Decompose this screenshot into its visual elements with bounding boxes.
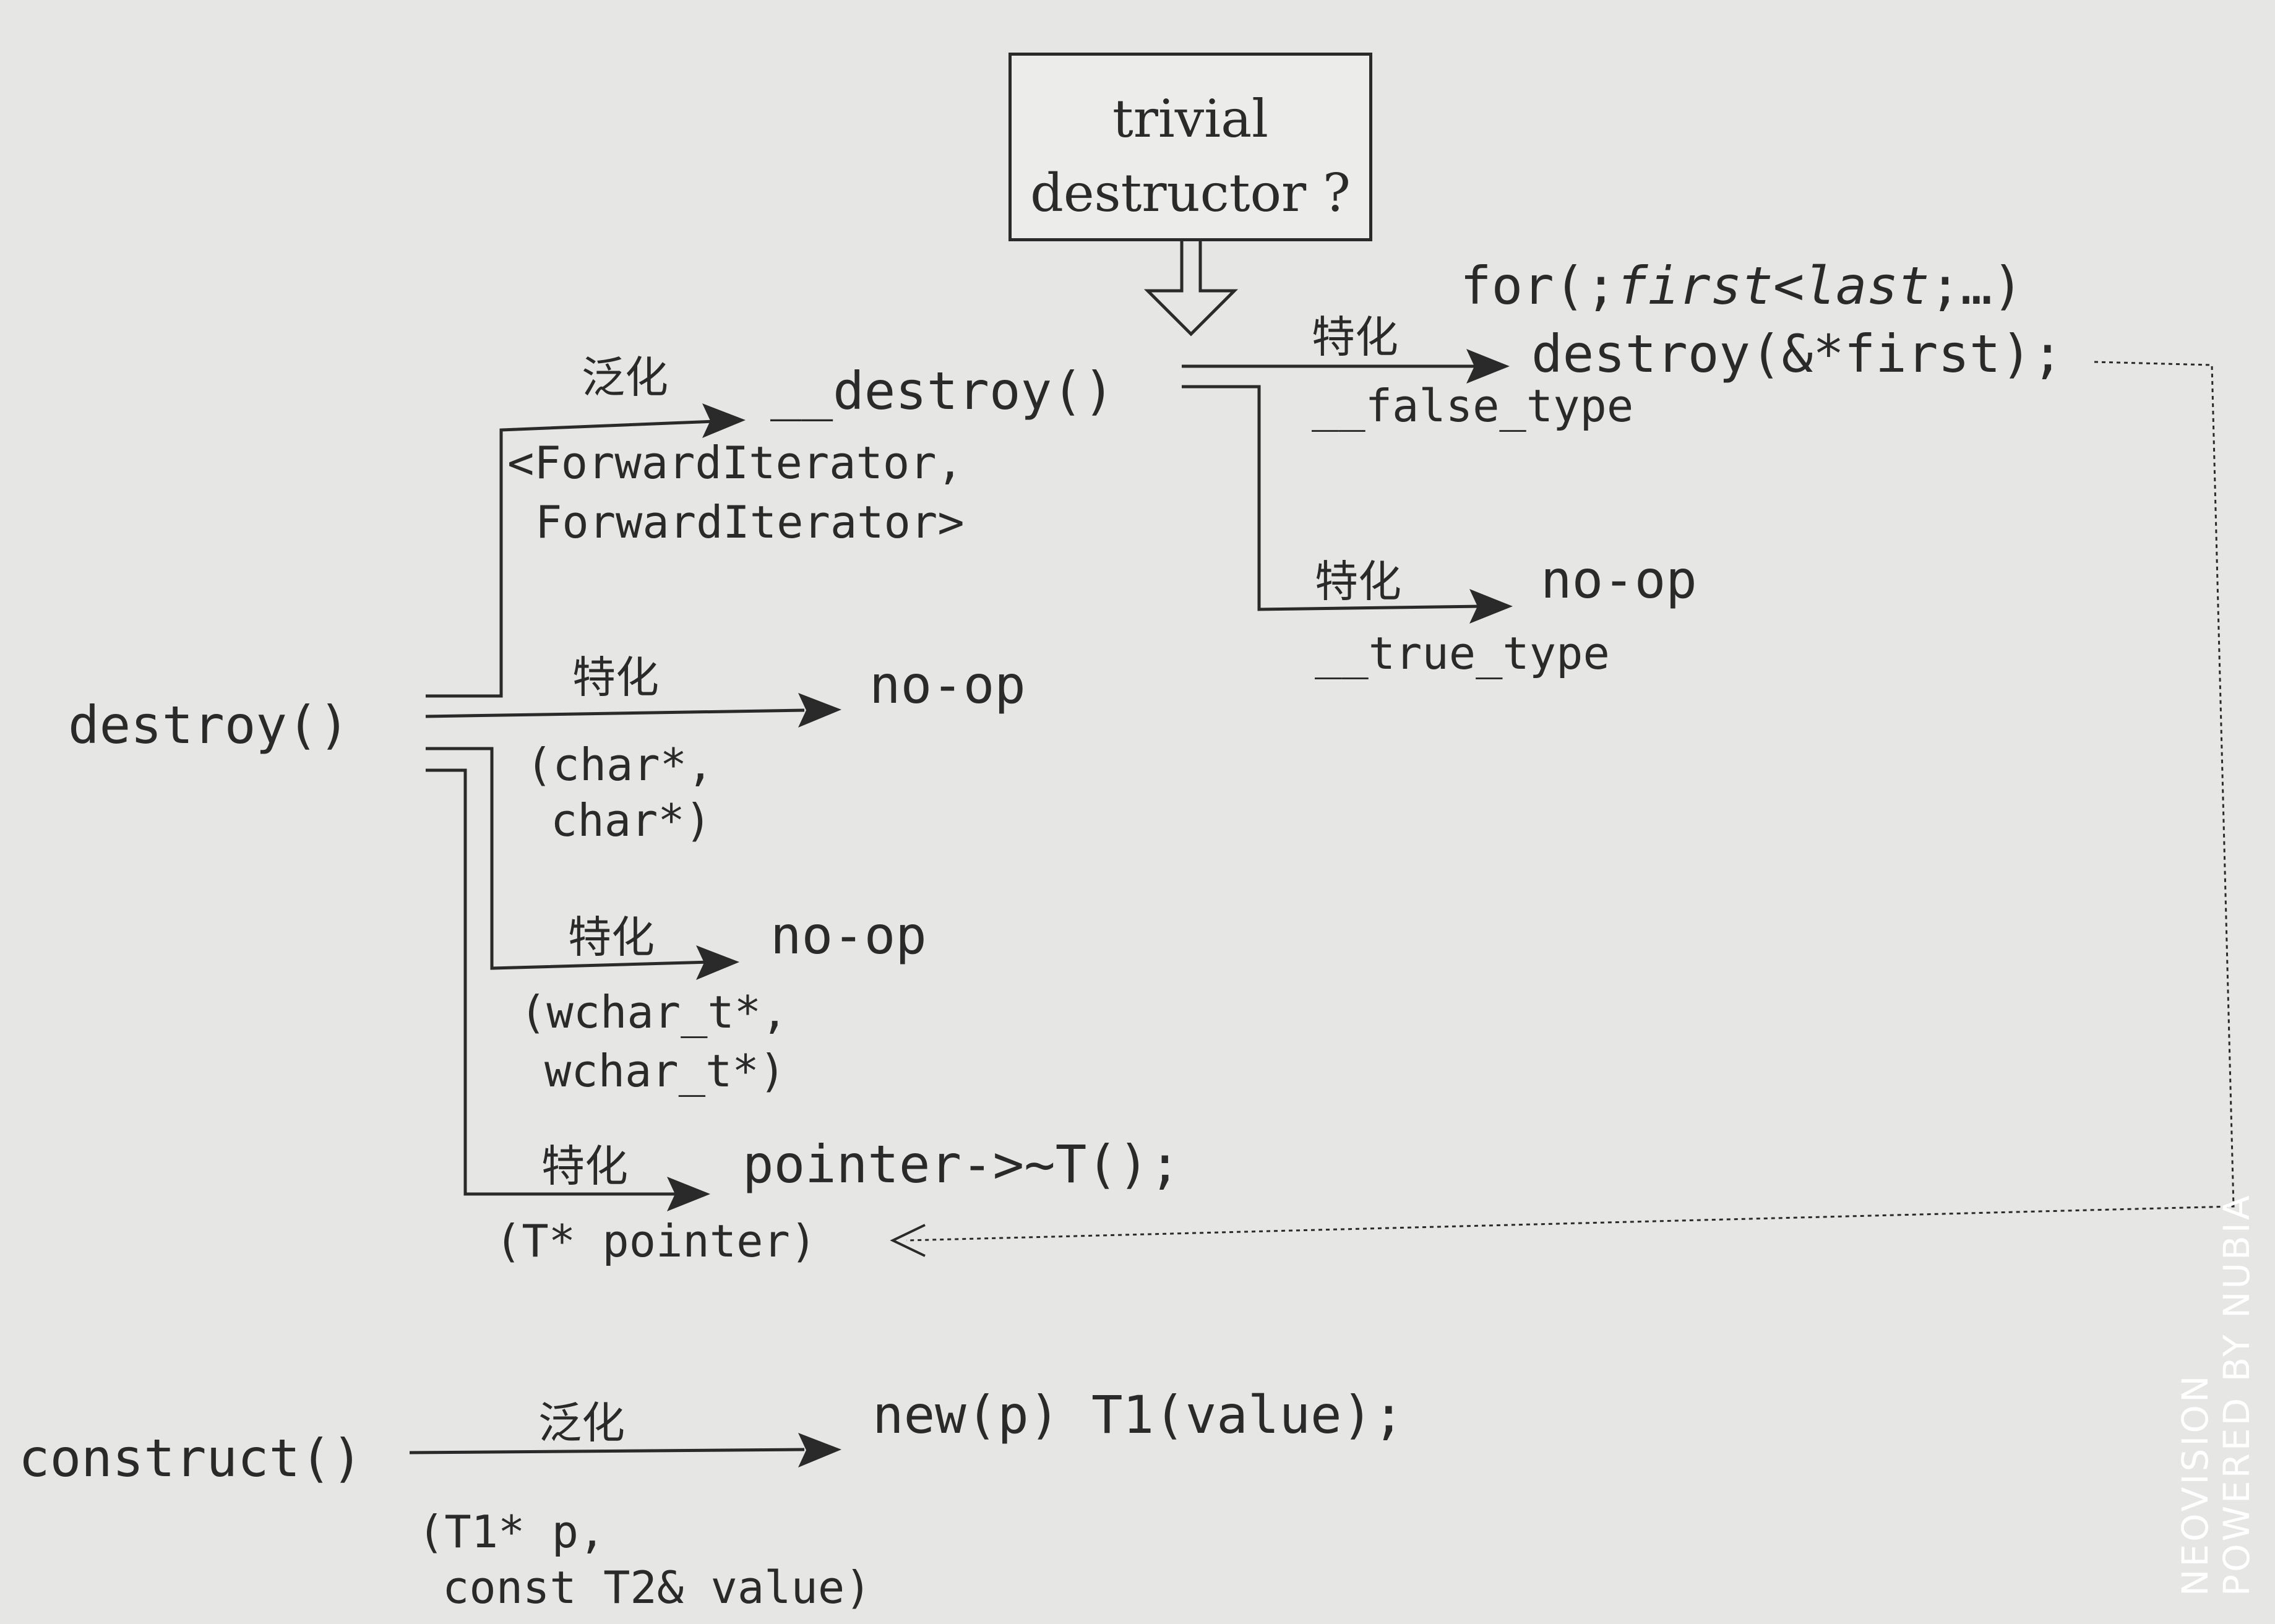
pointer-spec-params: (T* pointer) — [495, 1215, 817, 1267]
construct-result: new(p) T1(value); — [872, 1385, 1404, 1445]
generic-tag: 泛化 — [582, 352, 668, 403]
line-destroy-wchar — [426, 747, 712, 970]
wchar-spec-result: no-op — [770, 905, 927, 966]
wchar-spec-tag: 特化 — [568, 912, 655, 963]
arrow-false — [1466, 349, 1510, 384]
false-type-label: __false_type — [1312, 380, 1634, 432]
destroy-call-code: destroy(&*first); — [1531, 324, 2063, 384]
true-branch-result: no-op — [1541, 549, 1697, 610]
construct-tag: 泛化 — [538, 1398, 625, 1448]
char-spec-result: no-op — [869, 655, 1026, 715]
false-branch-tag: 特化 — [1312, 312, 1398, 363]
construct-params-1: (T1* p, — [418, 1506, 606, 1558]
wchar-spec-params-2: wchar_t*) — [544, 1045, 786, 1097]
line-destroy-char — [425, 708, 805, 718]
construct-params-2: const T2& value) — [442, 1562, 872, 1613]
arrow-char — [798, 693, 841, 728]
pointer-spec-tag: 特化 — [541, 1141, 628, 1192]
watermark-line-1: NEOVISION — [2174, 1373, 2216, 1596]
for-loop-suffix: ;…) — [1929, 256, 2024, 316]
char-spec-params-2: char*) — [551, 794, 712, 846]
watermark-line-2: POWERED BY NUBIA — [2215, 1193, 2258, 1596]
for-loop-code: for(;first<last;…) — [1460, 260, 2023, 312]
wchar-spec-params-1: (wchar_t*, — [520, 986, 788, 1038]
generic-func: __destroy() — [770, 361, 1115, 421]
arrow-generic — [702, 403, 746, 438]
arrow-wchar — [696, 945, 739, 980]
char-spec-tag: 特化 — [572, 652, 659, 703]
destroy-label: destroy() — [68, 695, 350, 755]
trivial-destructor-box: trivial destructor ? — [1008, 53, 1372, 241]
true-branch-tag: 特化 — [1315, 556, 1401, 607]
arrow-construct — [798, 1433, 841, 1467]
line-destroy-pointer — [426, 768, 687, 1196]
char-spec-params-1: (char*, — [526, 739, 714, 791]
for-loop-condition: first<last — [1616, 256, 1930, 316]
pointer-spec-result: pointer->~T(); — [742, 1134, 1181, 1195]
line-destroy-generic — [426, 419, 731, 698]
construct-label: construct() — [19, 1428, 363, 1489]
dotted-arrowhead — [890, 1224, 926, 1257]
box-line-1: trivial — [1112, 88, 1269, 149]
true-type-label: __true_type — [1315, 627, 1610, 679]
for-loop-prefix: for(; — [1460, 256, 1617, 316]
camera-watermark: NEOVISION POWERED BY NUBIA — [2174, 1193, 2258, 1596]
arrow-pointer — [667, 1177, 710, 1211]
generic-params-1: <ForwardIterator, — [507, 437, 963, 489]
line-generic-true — [1182, 385, 1482, 611]
box-line-2: destructor ? — [1030, 163, 1351, 223]
generic-params-2: ForwardIterator> — [535, 496, 965, 548]
dotted-feedback-line — [906, 361, 2235, 1242]
hollow-down-arrow — [1143, 241, 1239, 337]
line-construct — [409, 1448, 805, 1454]
arrow-true — [1469, 589, 1513, 624]
